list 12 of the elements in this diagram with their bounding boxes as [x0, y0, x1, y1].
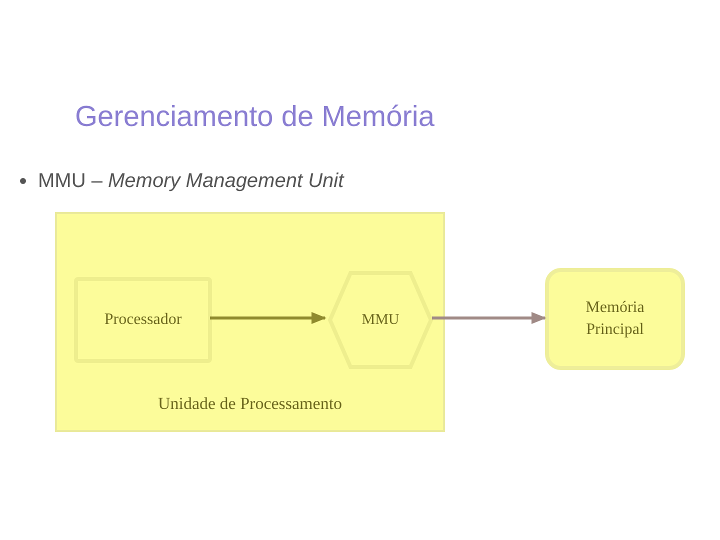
- bullet-text: MMU – Memory Management Unit: [38, 169, 344, 194]
- hexagon-node: [327, 270, 434, 370]
- process-box: [74, 277, 212, 363]
- node-label: MMU: [362, 310, 400, 330]
- group-panel: [55, 212, 445, 432]
- node-label: Memória Principal: [584, 298, 646, 340]
- node-label: Processador: [103, 310, 183, 330]
- arrow: [210, 312, 326, 324]
- slide-title: Gerenciamento de Memória: [75, 100, 434, 135]
- rounded-box: [545, 268, 685, 370]
- group-label: Unidade de Processamento: [156, 392, 344, 414]
- arrow: [432, 312, 546, 324]
